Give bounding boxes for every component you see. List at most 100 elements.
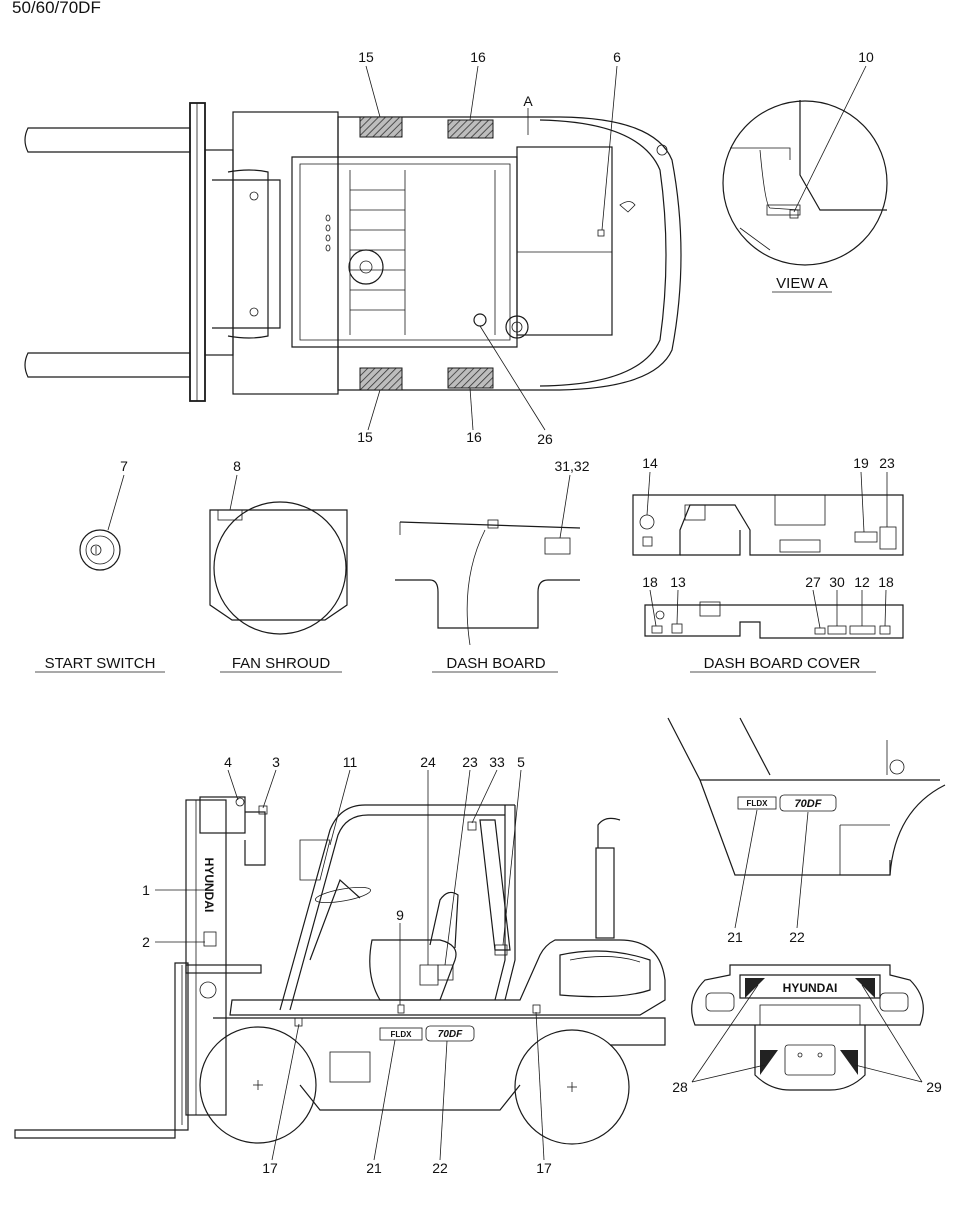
decal-17b-marker — [532, 1004, 541, 1014]
decal-18b-marker — [879, 625, 891, 635]
callout-14: 14 — [642, 455, 658, 471]
callout-13: 13 — [670, 574, 686, 590]
rear-view: HYUNDAI 28 29 — [672, 964, 942, 1095]
callout-23-cover: 23 — [879, 455, 895, 471]
side-decal-series — [379, 1027, 423, 1041]
mast-side — [185, 799, 227, 1116]
decal-3-marker — [258, 805, 268, 815]
side-view: HYUNDAI FLDX — [14, 754, 666, 1176]
cover-upper — [632, 494, 904, 556]
rear-stripe-low-left — [760, 1050, 778, 1075]
callout-16-top: 16 — [470, 49, 486, 65]
dash-board-title: DASH BOARD — [446, 655, 545, 672]
steering-wheel-side — [315, 886, 371, 904]
decal-15-top — [359, 116, 403, 138]
decal-18a-marker — [651, 625, 663, 634]
fan-shroud: 8 FAN SHROUD — [209, 458, 348, 673]
callout-7: 7 — [120, 458, 128, 474]
decal-24-marker — [419, 964, 439, 986]
top-view: 15 16 6 A 15 16 26 — [24, 49, 682, 447]
decal-33-marker — [467, 821, 477, 831]
steering-wheel — [348, 249, 384, 285]
callout-17-rear: 17 — [536, 1160, 552, 1176]
callout-11: 11 — [343, 754, 358, 770]
callout-29: 29 — [926, 1079, 942, 1095]
dash-board-cover: 14 19 23 18 13 27 30 12 18 DASH BOARD CO… — [632, 455, 904, 673]
rear-brand: HYUNDAI — [783, 981, 838, 995]
shroud-frame — [209, 509, 348, 621]
callout-1: 1 — [142, 882, 150, 898]
view-a: 10 VIEW A — [722, 49, 888, 293]
callout-15-top: 15 — [358, 49, 374, 65]
dash-board-outline — [395, 579, 580, 629]
fuel-cap — [505, 315, 529, 339]
exhaust — [595, 847, 615, 939]
view-a-circle — [722, 100, 888, 266]
detail-decal-series-text: FLDX — [747, 799, 769, 808]
callout-5: 5 — [517, 754, 525, 770]
callout-19: 19 — [853, 455, 869, 471]
carriage — [189, 102, 206, 402]
callout-22-side: 22 — [432, 1160, 448, 1176]
truck-body — [229, 939, 666, 1016]
detail-side: FLDX 70DF 21 22 — [667, 717, 946, 945]
callout-15-bottom: 15 — [357, 429, 373, 445]
callout-3: 3 — [272, 754, 280, 770]
decal-16-top — [447, 119, 494, 139]
callout-16-bottom: 16 — [466, 429, 482, 445]
overhead-guard — [291, 156, 518, 348]
fork-upper — [24, 127, 191, 153]
seat-base — [369, 939, 457, 1001]
shroud-ring — [213, 501, 347, 635]
callout-12: 12 — [854, 574, 870, 590]
callout-18-right: 18 — [878, 574, 894, 590]
callout-30: 30 — [829, 574, 845, 590]
rear-stripe-left — [745, 978, 765, 998]
callout-a: A — [523, 93, 533, 109]
chassis-outline — [337, 116, 682, 391]
callout-27: 27 — [805, 574, 821, 590]
switch-outer — [79, 529, 121, 571]
callout-23-side: 23 — [462, 754, 478, 770]
callout-17-front: 17 — [262, 1160, 278, 1176]
callout-4: 4 — [224, 754, 232, 770]
detail-decal-model — [779, 794, 837, 812]
callout-33: 33 — [489, 754, 505, 770]
rear-stripe-low-right — [840, 1050, 858, 1075]
callout-8: 8 — [233, 458, 241, 474]
fork-lower — [24, 352, 191, 378]
dash-board-cover-title: DASH BOARD COVER — [704, 655, 861, 672]
start-switch-title: START SWITCH — [45, 655, 156, 672]
counterweight — [691, 964, 924, 1026]
callout-24: 24 — [420, 754, 436, 770]
side-decal-series-text: FLDX — [391, 1030, 413, 1039]
decal-27-marker — [814, 627, 826, 635]
decal-2-marker — [203, 931, 217, 947]
callout-21-side: 21 — [366, 1160, 382, 1176]
decal-13-marker — [671, 623, 683, 634]
guard-slats — [350, 189, 405, 311]
guard-front-post — [279, 804, 515, 1011]
callout-18-left: 18 — [642, 574, 658, 590]
decal-14-marker — [642, 536, 653, 547]
cover-lower — [644, 604, 904, 639]
decal-23-marker — [879, 526, 897, 550]
front-wheel — [199, 1026, 317, 1144]
side-decal-model — [425, 1025, 475, 1042]
decal-16-bottom — [447, 367, 494, 389]
fork-side — [14, 962, 189, 1139]
decal-30-marker — [827, 625, 847, 635]
callout-6: 6 — [613, 49, 621, 65]
callout-21-detail: 21 — [727, 929, 743, 945]
decal-10-marker — [789, 209, 799, 219]
decal-9-marker — [397, 1004, 405, 1014]
callout-31-32: 31,32 — [554, 458, 589, 474]
dash-board: 31,32 DASH BOARD — [395, 458, 590, 673]
callout-2: 2 — [142, 934, 150, 950]
side-handle — [619, 201, 636, 213]
start-switch: 7 START SWITCH — [35, 458, 165, 673]
detail-decal-model-text: 70DF — [795, 798, 822, 810]
rear-wheel — [514, 1029, 630, 1145]
